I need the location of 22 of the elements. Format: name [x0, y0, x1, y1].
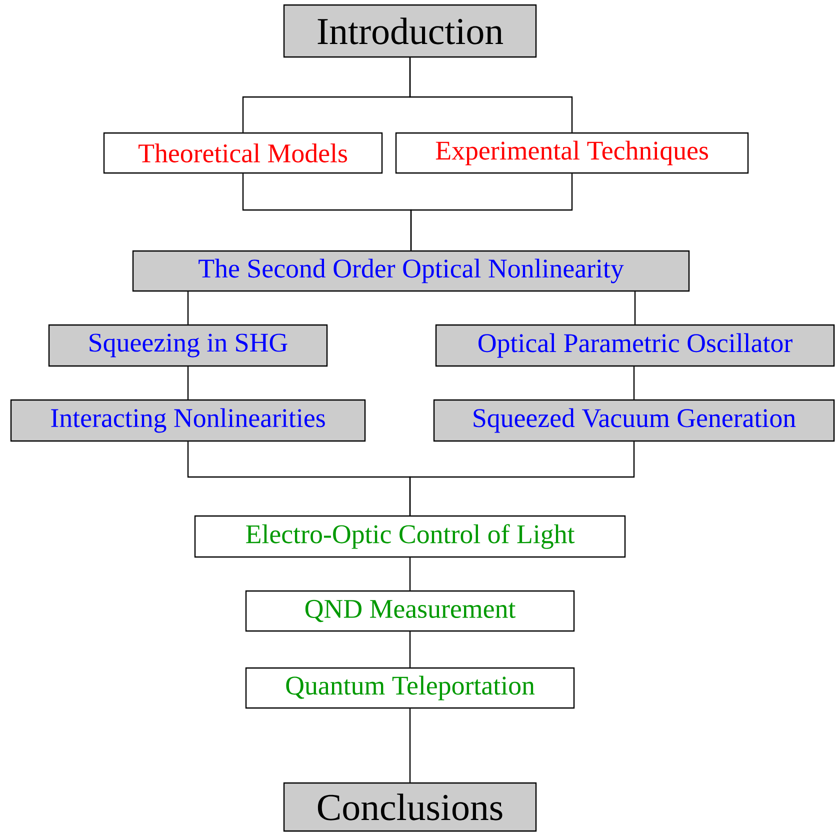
chapter-box: Interacting Nonlinearities: [10, 399, 366, 442]
topic-box: Experimental Techniques: [395, 132, 749, 174]
connector-line: [409, 632, 411, 668]
chapter-box: Squeezed Vacuum Generation: [433, 399, 835, 442]
chapter-box: Quantum Teleportation: [245, 667, 575, 709]
connector-line: [634, 292, 636, 324]
heading-box: Conclusions: [283, 782, 537, 832]
connector-line: [409, 708, 411, 782]
chapter-box: QND Measurement: [245, 590, 575, 632]
chapter-box: The Second Order Optical Nonlinearity: [132, 250, 690, 292]
topic-box: Theoretical Models: [103, 132, 383, 174]
connector-line: [633, 366, 635, 400]
chapter-box: Electro-Optic Control of Light: [194, 515, 626, 558]
chapter-box: Squeezing in SHG: [48, 324, 328, 367]
connector-line: [409, 442, 635, 516]
connector-line: [409, 58, 573, 132]
chapter-box: Optical Parametric Oscillator: [435, 324, 835, 367]
heading-box: Introduction: [283, 4, 537, 58]
connector-line: [187, 366, 189, 400]
connector-line: [409, 558, 411, 590]
connector-line: [187, 292, 189, 324]
connector-line: [410, 174, 573, 250]
